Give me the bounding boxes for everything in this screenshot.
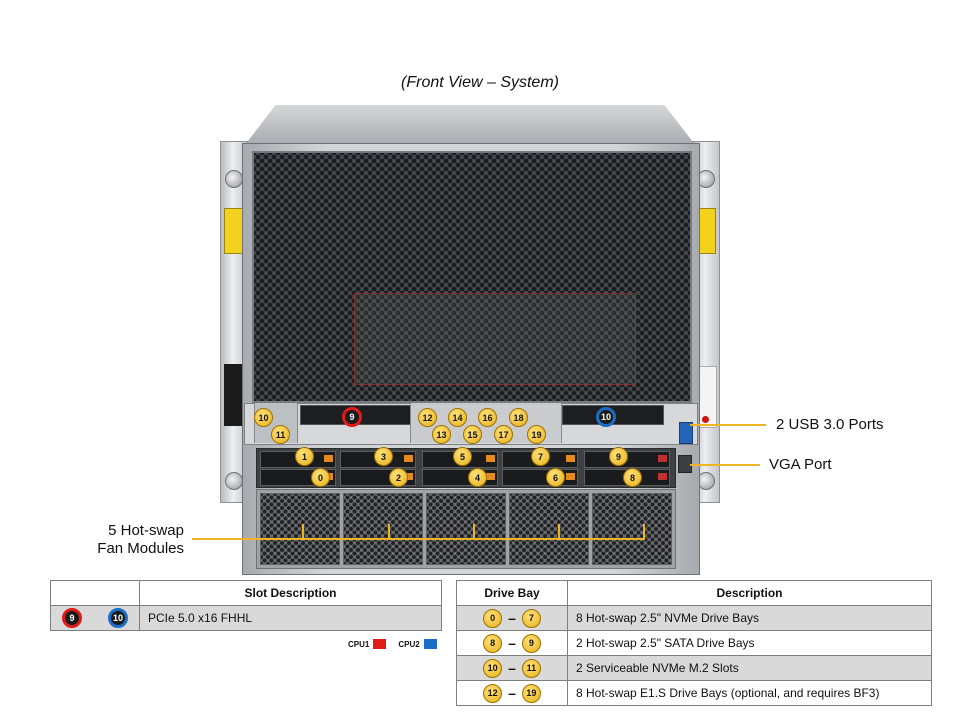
table-row: 8 – 9 2 Hot-swap 2.5" SATA Drive Bays: [456, 630, 932, 656]
drive-header-bay: Drive Bay: [456, 580, 568, 606]
drive-description-cell: 2 Serviceable NVMe M.2 Slots: [567, 655, 932, 681]
range-dash: –: [508, 660, 516, 676]
fan-module[interactable]: [343, 493, 423, 565]
cpu1-legend-label: CPU1: [348, 639, 370, 649]
ear-panel: [224, 364, 242, 426]
bay-badge-6: 6: [546, 468, 565, 487]
range-dash: –: [508, 635, 516, 651]
drive-from-badge: 0: [483, 608, 503, 628]
screw-icon: [225, 472, 243, 490]
drive-to-badge: 11: [521, 658, 541, 678]
cpu-legend: CPU1 CPU2: [348, 639, 437, 649]
slot-to-badge: 10: [108, 608, 128, 628]
bay-badge-11: 11: [271, 425, 290, 444]
usb-port[interactable]: [679, 422, 693, 444]
warning-label: [224, 208, 244, 254]
cpu2-swatch: [423, 639, 437, 649]
fan-callout-label-1: 5 Hot-swap: [108, 522, 184, 539]
drive-pair-cell: 8 – 9: [456, 630, 568, 656]
fan-callout-tick: [643, 524, 645, 540]
fan-callout-tick: [473, 524, 475, 540]
fan-module[interactable]: [592, 493, 672, 565]
range-dash: –: [508, 610, 516, 626]
bay-badge-3: 3: [374, 447, 393, 466]
internal-board-view: [354, 293, 636, 385]
bay-badge-0: 0: [311, 468, 330, 487]
fan-module[interactable]: [509, 493, 589, 565]
table-row: 9 10 PCIe 5.0 x16 FHHL: [50, 605, 442, 631]
fan-callout-line: [192, 538, 644, 540]
pcie-badge-10: 10: [596, 407, 616, 427]
slot-pair-cell: 9 10: [50, 605, 140, 631]
front-grille: [252, 151, 692, 403]
cpu2-legend-label: CPU2: [398, 639, 420, 649]
drive-bay-table: Drive Bay Description 0 – 7 8 Hot-swap 2…: [456, 580, 932, 706]
table-row: 12 – 19 8 Hot-swap E1.S Drive Bays (opti…: [456, 680, 932, 706]
bay-badge-17: 17: [494, 425, 513, 444]
drive-description-cell: 8 Hot-swap E1.S Drive Bays (optional, an…: [567, 680, 932, 706]
screw-icon: [225, 170, 243, 188]
bay-badge-18: 18: [509, 408, 528, 427]
bay-badge-10: 10: [254, 408, 273, 427]
table-row: 10 – 11 2 Serviceable NVMe M.2 Slots: [456, 655, 932, 681]
drive-to-badge: 19: [521, 683, 541, 703]
bay-badge-14: 14: [448, 408, 467, 427]
bay-badge-5: 5: [453, 447, 472, 466]
slot-header-description: Slot Description: [139, 580, 442, 606]
fan-module[interactable]: [426, 493, 506, 565]
table-row: 0 – 7 8 Hot-swap 2.5" NVMe Drive Bays: [456, 605, 932, 631]
vga-callout-label: VGA Port: [769, 456, 832, 473]
slot-description-table: Slot Description 9 10 PCIe 5.0 x16 FHHL: [50, 580, 442, 631]
drive-to-badge: 7: [521, 608, 541, 628]
range-dash: –: [508, 685, 516, 701]
fan-callout-tick: [302, 524, 304, 540]
fan-module[interactable]: [260, 493, 340, 565]
usb-callout-line: [690, 424, 766, 426]
fan-callout-tick: [558, 524, 560, 540]
bay-badge-7: 7: [531, 447, 550, 466]
bay-badge-4: 4: [468, 468, 487, 487]
server-chassis: [220, 105, 720, 577]
slot-header-blank: [50, 580, 140, 606]
drive-pair-cell: 12 – 19: [456, 680, 568, 706]
slot-description-cell: PCIe 5.0 x16 FHHL: [139, 605, 442, 631]
drive-header-description: Description: [567, 580, 932, 606]
fan-callout-tick: [388, 524, 390, 540]
bay-badge-2: 2: [389, 468, 408, 487]
drive-to-badge: 9: [521, 633, 541, 653]
drive-slot[interactable]: [502, 469, 578, 486]
drive-pair-cell: 0 – 7: [456, 605, 568, 631]
slot-from-badge: 9: [62, 608, 82, 628]
bay-badge-1: 1: [295, 447, 314, 466]
bay-badge-9: 9: [609, 447, 628, 466]
bay-badge-12: 12: [418, 408, 437, 427]
drive-from-badge: 10: [483, 658, 503, 678]
bay-badge-8: 8: [623, 468, 642, 487]
bay-badge-19: 19: [527, 425, 546, 444]
pcie-badge-9: 9: [342, 407, 362, 427]
drive-description-cell: 8 Hot-swap 2.5" NVMe Drive Bays: [567, 605, 932, 631]
view-caption: (Front View – System): [401, 74, 559, 91]
cpu1-swatch: [373, 639, 387, 649]
bay-badge-13: 13: [432, 425, 451, 444]
vga-callout-line: [690, 464, 760, 466]
drive-description-cell: 2 Hot-swap 2.5" SATA Drive Bays: [567, 630, 932, 656]
drive-from-badge: 8: [483, 633, 503, 653]
chassis-top: [244, 105, 696, 146]
fan-callout-label-2: Fan Modules: [97, 540, 184, 557]
drive-pair-cell: 10 – 11: [456, 655, 568, 681]
drive-from-badge: 12: [483, 683, 503, 703]
bay-badge-15: 15: [463, 425, 482, 444]
bay-badge-16: 16: [478, 408, 497, 427]
usb-callout-label: 2 USB 3.0 Ports: [776, 416, 884, 433]
